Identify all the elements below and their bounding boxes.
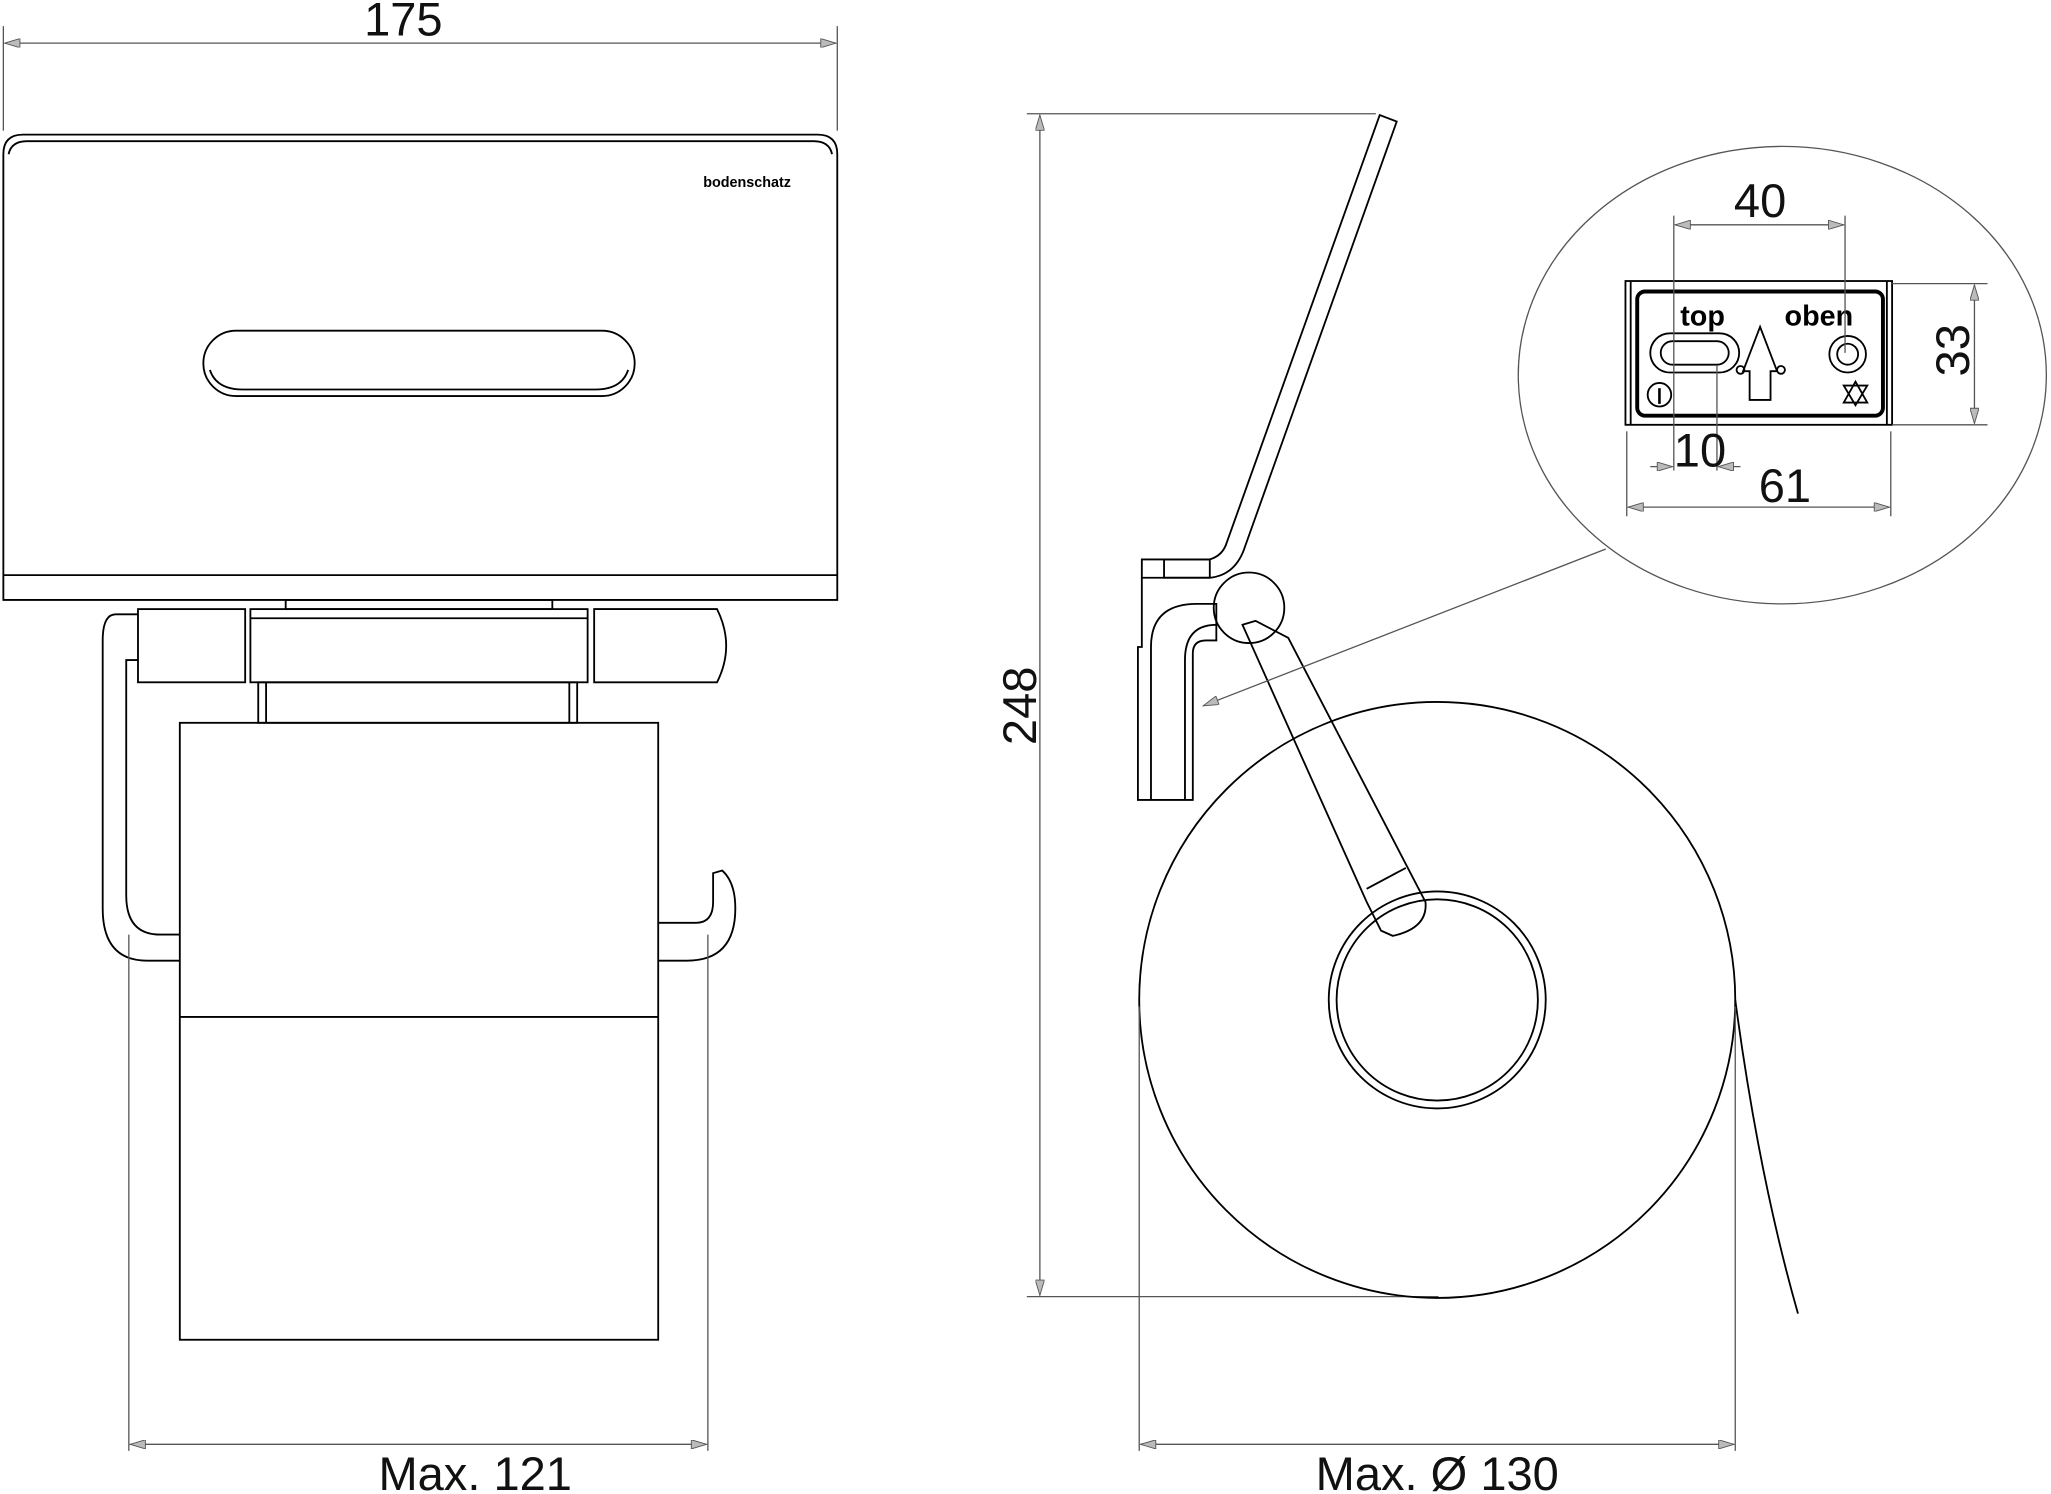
dimension-10: 10 — [1650, 365, 1741, 477]
cover: bodenschatz — [2, 133, 839, 601]
info-arrow-icon — [1646, 382, 1673, 408]
paper-roll-front — [178, 721, 660, 1341]
dimension-248: 248 — [993, 113, 1439, 1298]
leader-line — [1203, 548, 1607, 707]
dimension-33: 33 — [1892, 282, 1988, 426]
hinge — [137, 599, 727, 724]
up-arrow-icon — [1741, 324, 1779, 401]
mounting-label: top oben — [1624, 280, 1894, 426]
dimension-label-max-diameter-130: Max. Ø 130 — [1316, 1447, 1559, 1494]
dimension-175: 175 — [2, 0, 838, 131]
recycle-icon — [1842, 379, 1869, 407]
side-view: 248 Max. Ø 130 — [993, 113, 1799, 1494]
dimension-61: 61 — [1626, 431, 1892, 517]
dimension-label-10: 10 — [1674, 424, 1726, 477]
wall-bracket — [1136, 577, 1218, 801]
brand-logo: bodenschatz — [703, 175, 791, 191]
dimension-label-175: 175 — [364, 0, 443, 45]
roll-arm — [1212, 571, 1427, 937]
dimension-130: Max. Ø 130 — [1138, 1006, 1736, 1494]
lid — [1140, 113, 1398, 579]
paper-roll-side — [1138, 700, 1799, 1314]
holder-arm — [101, 613, 737, 962]
dimension-label-61: 61 — [1759, 459, 1811, 512]
dimension-121: Max. 121 — [128, 934, 709, 1494]
dimension-label-248: 248 — [993, 667, 1046, 746]
dimension-label-40: 40 — [1734, 174, 1786, 227]
dimension-label-33: 33 — [1926, 324, 1979, 376]
dimension-40: 40 — [1673, 174, 1846, 471]
dimension-label-max-121: Max. 121 — [378, 1447, 572, 1494]
front-view: 175 bodenschatz Max. 121 — [2, 0, 839, 1494]
detail-callout: top oben 40 33 10 61 — [1203, 145, 2047, 707]
label-top: top — [1680, 300, 1725, 332]
label-oben: oben — [1785, 300, 1854, 332]
